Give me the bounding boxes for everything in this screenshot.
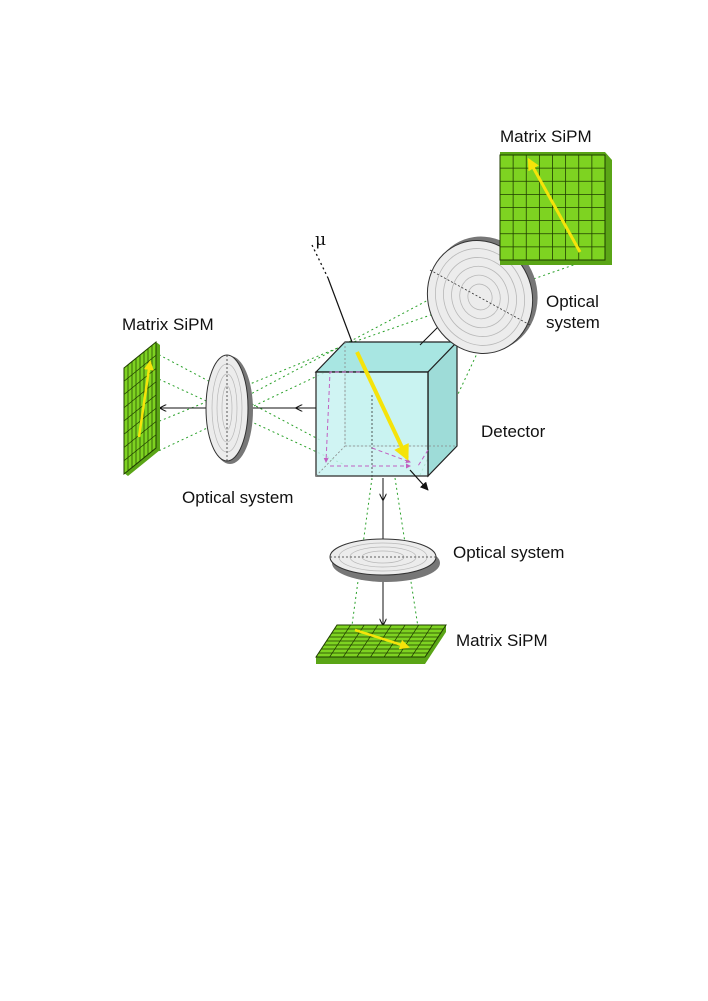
muon-track-arrow xyxy=(355,351,409,461)
sipm-bottom-label: Matrix SiPM xyxy=(456,631,548,650)
detector-cube xyxy=(314,340,459,480)
optics-top-label-line1: Optical xyxy=(546,292,599,311)
sipm-top-matrix xyxy=(499,152,612,265)
sipm-top-label: Matrix SiPM xyxy=(500,127,592,146)
sipm-grid-line xyxy=(123,407,157,435)
light-paths xyxy=(323,371,429,469)
optics-top-label-line2: system xyxy=(546,313,600,332)
sipm-grid-line xyxy=(123,434,157,462)
sipm-left-matrix xyxy=(123,340,160,476)
optics-left-label: Optical system xyxy=(182,488,294,507)
sipm-grid-line xyxy=(411,624,433,658)
muon-label: μ xyxy=(315,230,327,250)
sipm-grid-line xyxy=(383,624,406,658)
detector-label: Detector xyxy=(481,422,546,441)
lens-rings xyxy=(434,248,526,346)
sipm-left-label: Matrix SiPM xyxy=(122,315,214,334)
optics-top-lens xyxy=(426,236,538,354)
optics-bottom-label: Optical system xyxy=(453,543,565,562)
optics-left-lens xyxy=(205,354,253,464)
sipm-grid-line xyxy=(123,394,157,422)
muon-track xyxy=(311,244,429,491)
sipm-bottom-matrix xyxy=(315,624,447,664)
optics-bottom-lens xyxy=(329,538,440,582)
